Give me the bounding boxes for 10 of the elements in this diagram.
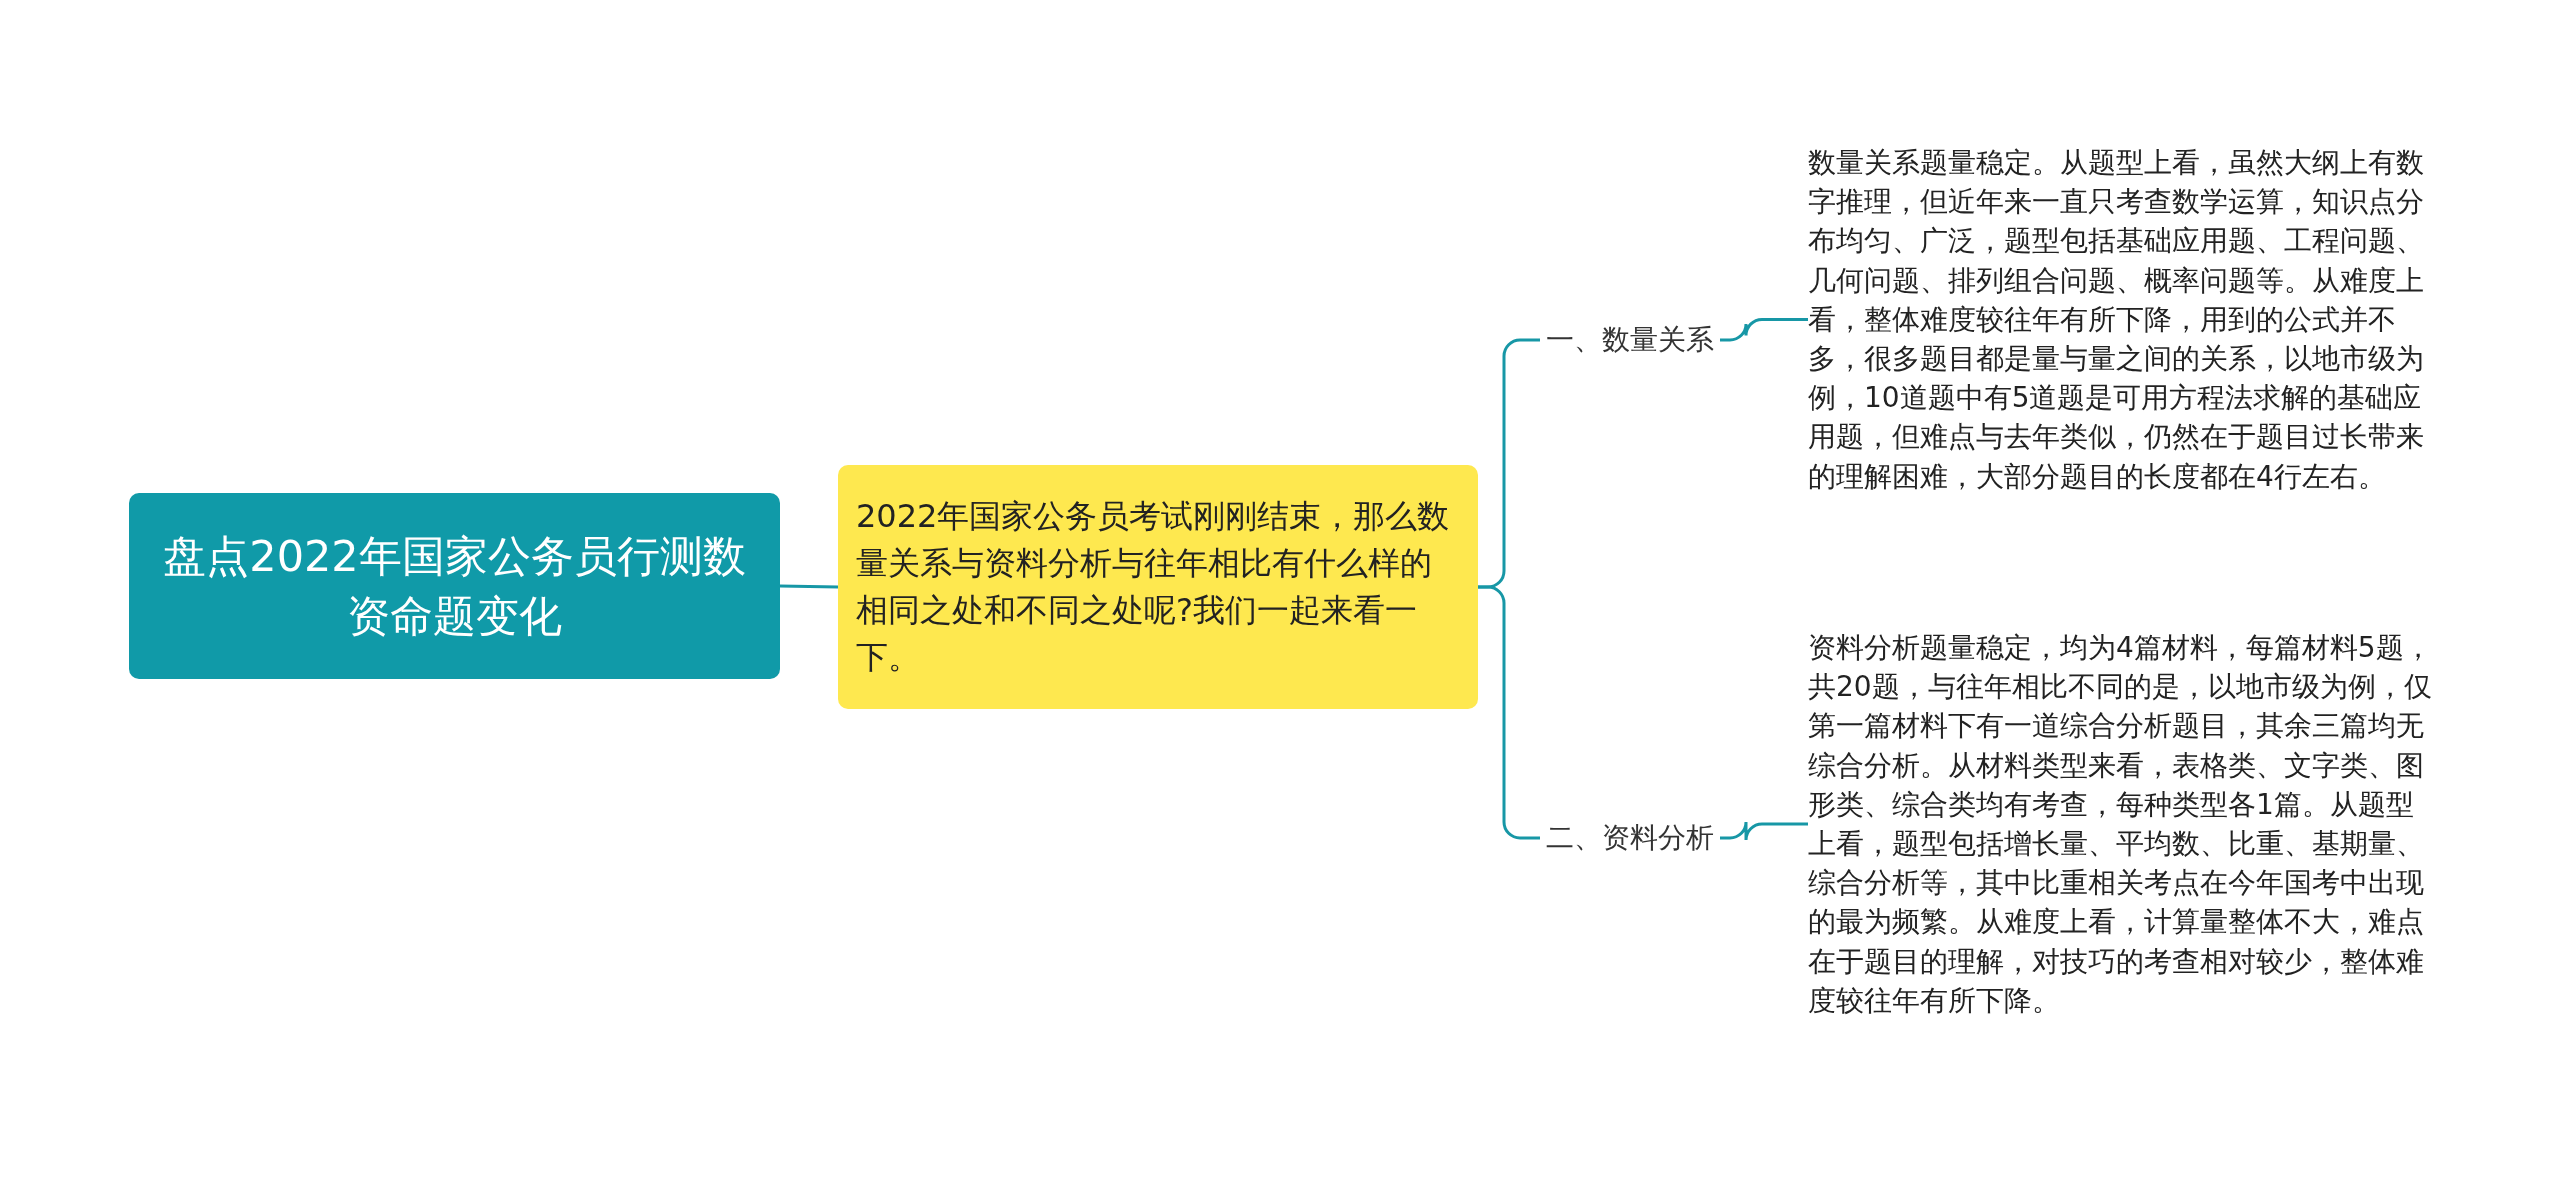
connector-line — [1720, 317, 1808, 342]
detail-text: 资料分析题量稳定，均为4篇材料，每篇材料5题，共20题，与往年相比不同的是，以地市级为例，仅第一篇材料下有一道综合分析题目，其余三篇均无综合分析。从材料类型来看，表格类、文字类、图形类、综合类均有考查，每种类型各1篇。从题型上看，题型包括增长量、平均数、比重、基期量、综合分析等，其中比重相关考点在今年国考中出现的最为频繁。从难度上看，计算量整体不大，难点在于题目的理解，对技巧的考查相对较少，整体难度较往年有所下降。 — [1808, 630, 2433, 1019]
branch-topic: 二、资料分析 — [1546, 820, 1714, 856]
connector-line — [1720, 820, 1808, 842]
connector-line — [1478, 585, 1540, 840]
root-topic-box: 盘点2022年国家公务员行测数资命题变化 — [129, 493, 780, 679]
connector-line — [779, 584, 839, 589]
detail-text: 数量关系题量稳定。从题型上看，虽然大纲上有数字推理，但近年来一直只考查数学运算，知识点分布均匀、广泛，题型包括基础应用题、工程问题、几何问题、排列组合问题、概率问题等。从难度上看，整体难度较往年有所下降，用到的公式并不多，很多题目都是量与量之间的关系，以地市级为例，10道题中有5道题是可用方程法求解的基础应用题，但难点与去年类似，仍然在于题目过长带来的理解困难，大部分题目的长度都在4行左右。 — [1808, 145, 2425, 495]
branch-topic: 一、数量关系 — [1546, 322, 1714, 358]
summary-box: 2022年国家公务员考试刚刚结束，那么数量关系与资料分析与往年相比有什么样的相同之处和不同之处呢?我们一起来看一下。 — [838, 465, 1478, 709]
